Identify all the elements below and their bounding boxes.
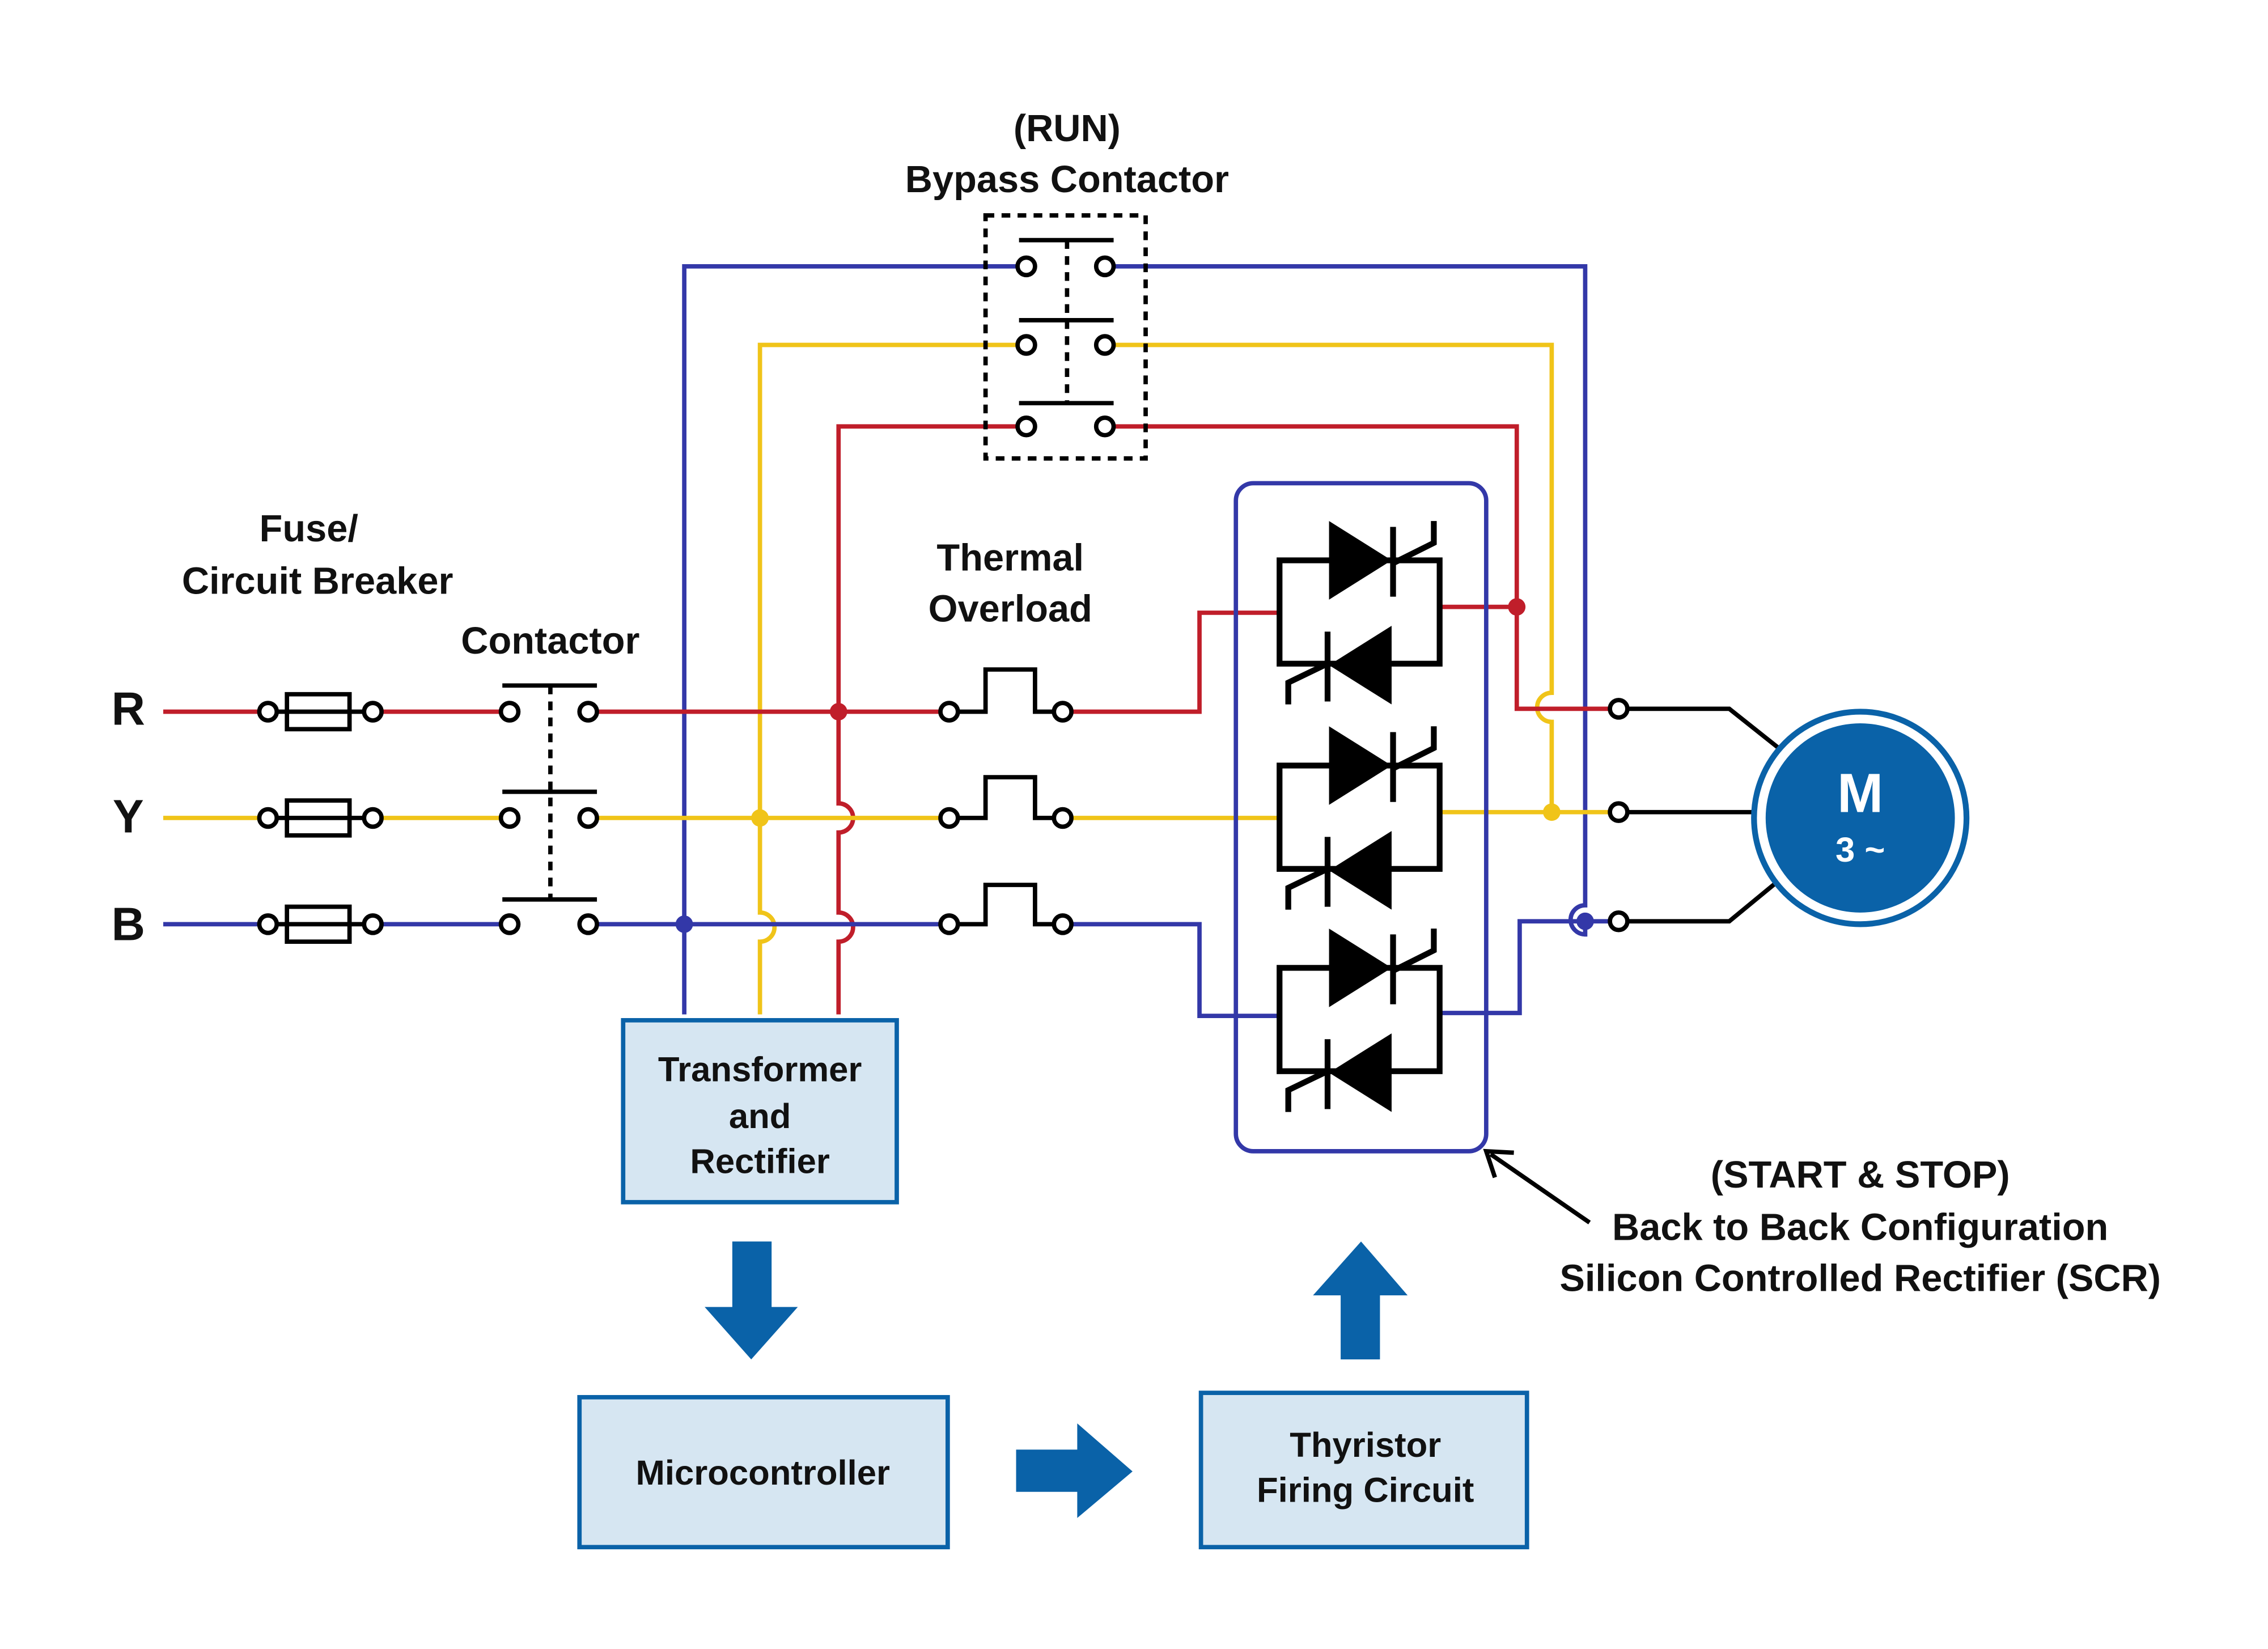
scr-pair-b (1277, 929, 1443, 1112)
motor-phase-label: 3 ~ (1835, 830, 1885, 870)
contactor-label: Contactor (461, 620, 639, 662)
motor-terminals (1608, 698, 1781, 932)
scr-enclosure (1233, 481, 1489, 1154)
transformer-line-2: and (729, 1097, 791, 1136)
scr-pair-y (1277, 726, 1443, 910)
fuse-b (257, 904, 384, 944)
transformer-line-1: Transformer (658, 1050, 862, 1090)
phase-label-b: B (112, 899, 145, 951)
arrow-up-icon (1313, 1241, 1408, 1360)
scr-label-2: Back to Back Configuration (1612, 1207, 2108, 1249)
bypass-title: Bypass Contactor (905, 159, 1229, 201)
fuse-y (257, 798, 384, 838)
thermal-overload (938, 667, 1074, 935)
junction-y (751, 809, 769, 827)
bypass-wire-r (836, 424, 1619, 1015)
motor-symbol: M (1837, 762, 1883, 824)
main-contactor (498, 683, 599, 935)
bypass-contactor (983, 213, 1148, 461)
wire-r (163, 604, 1517, 714)
phase-label-r: R (112, 684, 145, 735)
wire-b (163, 919, 1619, 1018)
transformer-line-3: Rectifier (690, 1142, 830, 1181)
junction-b-out (1576, 912, 1594, 930)
scr-pair-r (1277, 521, 1443, 705)
firing-line-1: Thyristor (1290, 1426, 1441, 1465)
firing-line-2: Firing Circuit (1257, 1471, 1474, 1510)
fuse-label-1: Fuse/ (260, 508, 358, 550)
junction-b (675, 915, 693, 933)
thermal-label-1: Thermal (936, 537, 1084, 579)
scr-label-1: (START & STOP) (1711, 1154, 2010, 1196)
junction-y-out (1542, 803, 1561, 821)
motor-icon: M 3 ~ (1751, 709, 1970, 927)
microcontroller-label: Microcontroller (636, 1453, 890, 1493)
scr-pointer-head (1483, 1148, 1514, 1179)
arrow-right-icon (1016, 1423, 1133, 1518)
scr-label-3: Silicon Controlled Rectifier (SCR) (1559, 1257, 2161, 1299)
bypass-title-run: (RUN) (1014, 108, 1121, 150)
junction-r-out (1508, 598, 1526, 616)
thyristor-firing-block: Thyristor Firing Circuit (1198, 1391, 1529, 1550)
bypass-wire-b (682, 264, 1588, 1015)
scr-pointer-arrow (1489, 1152, 1591, 1224)
transformer-rectifier-block: Transformer and Rectifier (621, 1018, 899, 1205)
bypass-wire-y (757, 342, 1554, 1015)
phase-label-y: Y (113, 791, 144, 843)
thermal-label-2: Overload (929, 588, 1092, 630)
arrow-down-icon (705, 1241, 798, 1360)
fuse-label-2: Circuit Breaker (182, 561, 453, 603)
junction-r (829, 703, 847, 720)
microcontroller-block: Microcontroller (577, 1394, 950, 1550)
fuse-r (257, 692, 384, 732)
